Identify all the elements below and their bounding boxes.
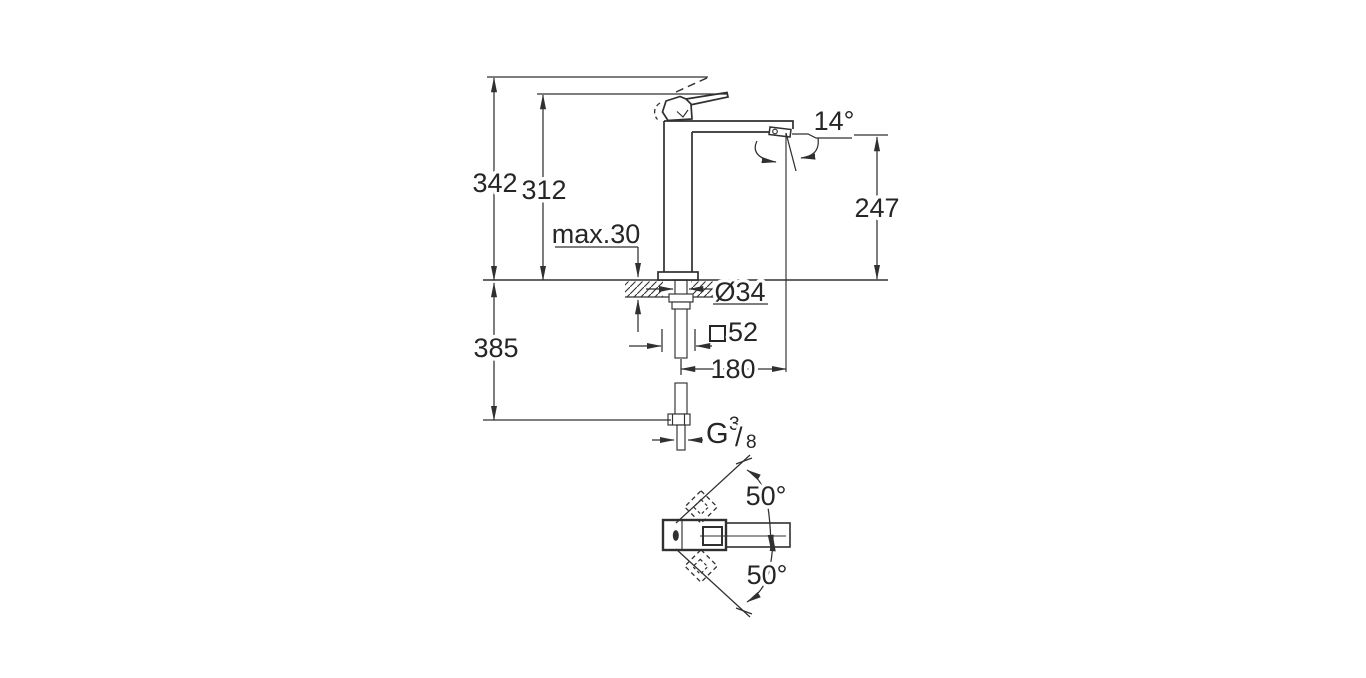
dimension-outlet-angle: 14°	[754, 103, 858, 164]
thread-numerator-label: 3	[729, 414, 740, 435]
hole-diameter-label: Ø34	[714, 277, 765, 307]
plan-handle-rotated-upper	[683, 489, 719, 525]
lever-raised-position-dashes	[675, 76, 710, 93]
lever-raised-arc-dashes	[653, 102, 661, 120]
dimension-projection: 180	[680, 351, 787, 388]
projection-label: 180	[710, 354, 755, 384]
deck-hatch-left	[625, 281, 663, 297]
faucet-outline	[653, 76, 797, 372]
height-to-lever-label: 312	[521, 175, 566, 205]
square-symbol	[709, 325, 726, 342]
mounting-washer	[668, 293, 694, 303]
mounting-nut	[671, 301, 691, 310]
plan-body	[661, 518, 728, 552]
plan-view: 50° 50°	[661, 454, 791, 618]
dimension-below-deck: 385	[470, 282, 671, 421]
deck-thickness-label: max.30	[552, 219, 641, 249]
lever-handle	[653, 76, 730, 122]
plan-lever	[725, 522, 791, 548]
dimension-base-square: 52	[629, 314, 762, 352]
thread-denominator-label: 8	[746, 432, 757, 453]
swivel-lower-label: 50°	[747, 560, 788, 590]
dimension-swivel-upper: 50°	[675, 454, 790, 550]
base-flange	[657, 271, 699, 281]
below-deck-label: 385	[473, 333, 518, 363]
plan-handle-rotated-lower	[683, 548, 719, 584]
dimension-swivel-lower: 50°	[675, 536, 791, 618]
dimension-outlet-height: 247	[792, 133, 903, 280]
dimension-hole-diameter: Ø34	[646, 274, 769, 311]
swivel-upper-label: 50°	[746, 481, 787, 511]
hose-tube	[676, 424, 686, 451]
outlet-height-label: 247	[854, 193, 899, 223]
overall-height-label: 342	[472, 168, 517, 198]
spout-tilt-line	[785, 132, 797, 172]
thread-slash-label: /	[735, 422, 743, 452]
outlet-angle-label: 14°	[814, 106, 855, 136]
dimension-deck-thickness: max.30	[548, 216, 644, 332]
front-view: 342 312 max.30 385 247	[469, 76, 903, 457]
thread-g-label: G	[706, 418, 729, 450]
dimension-height-to-lever: 312	[518, 93, 727, 281]
hose-connector	[667, 413, 691, 426]
mounting-parts	[667, 279, 694, 451]
plan-body-pin	[672, 530, 679, 541]
base-square-label: 52	[728, 317, 758, 347]
aerator	[768, 126, 792, 138]
threaded-shank	[674, 279, 688, 359]
flex-hose	[674, 382, 688, 415]
dimension-overall-height: 342	[469, 76, 708, 281]
